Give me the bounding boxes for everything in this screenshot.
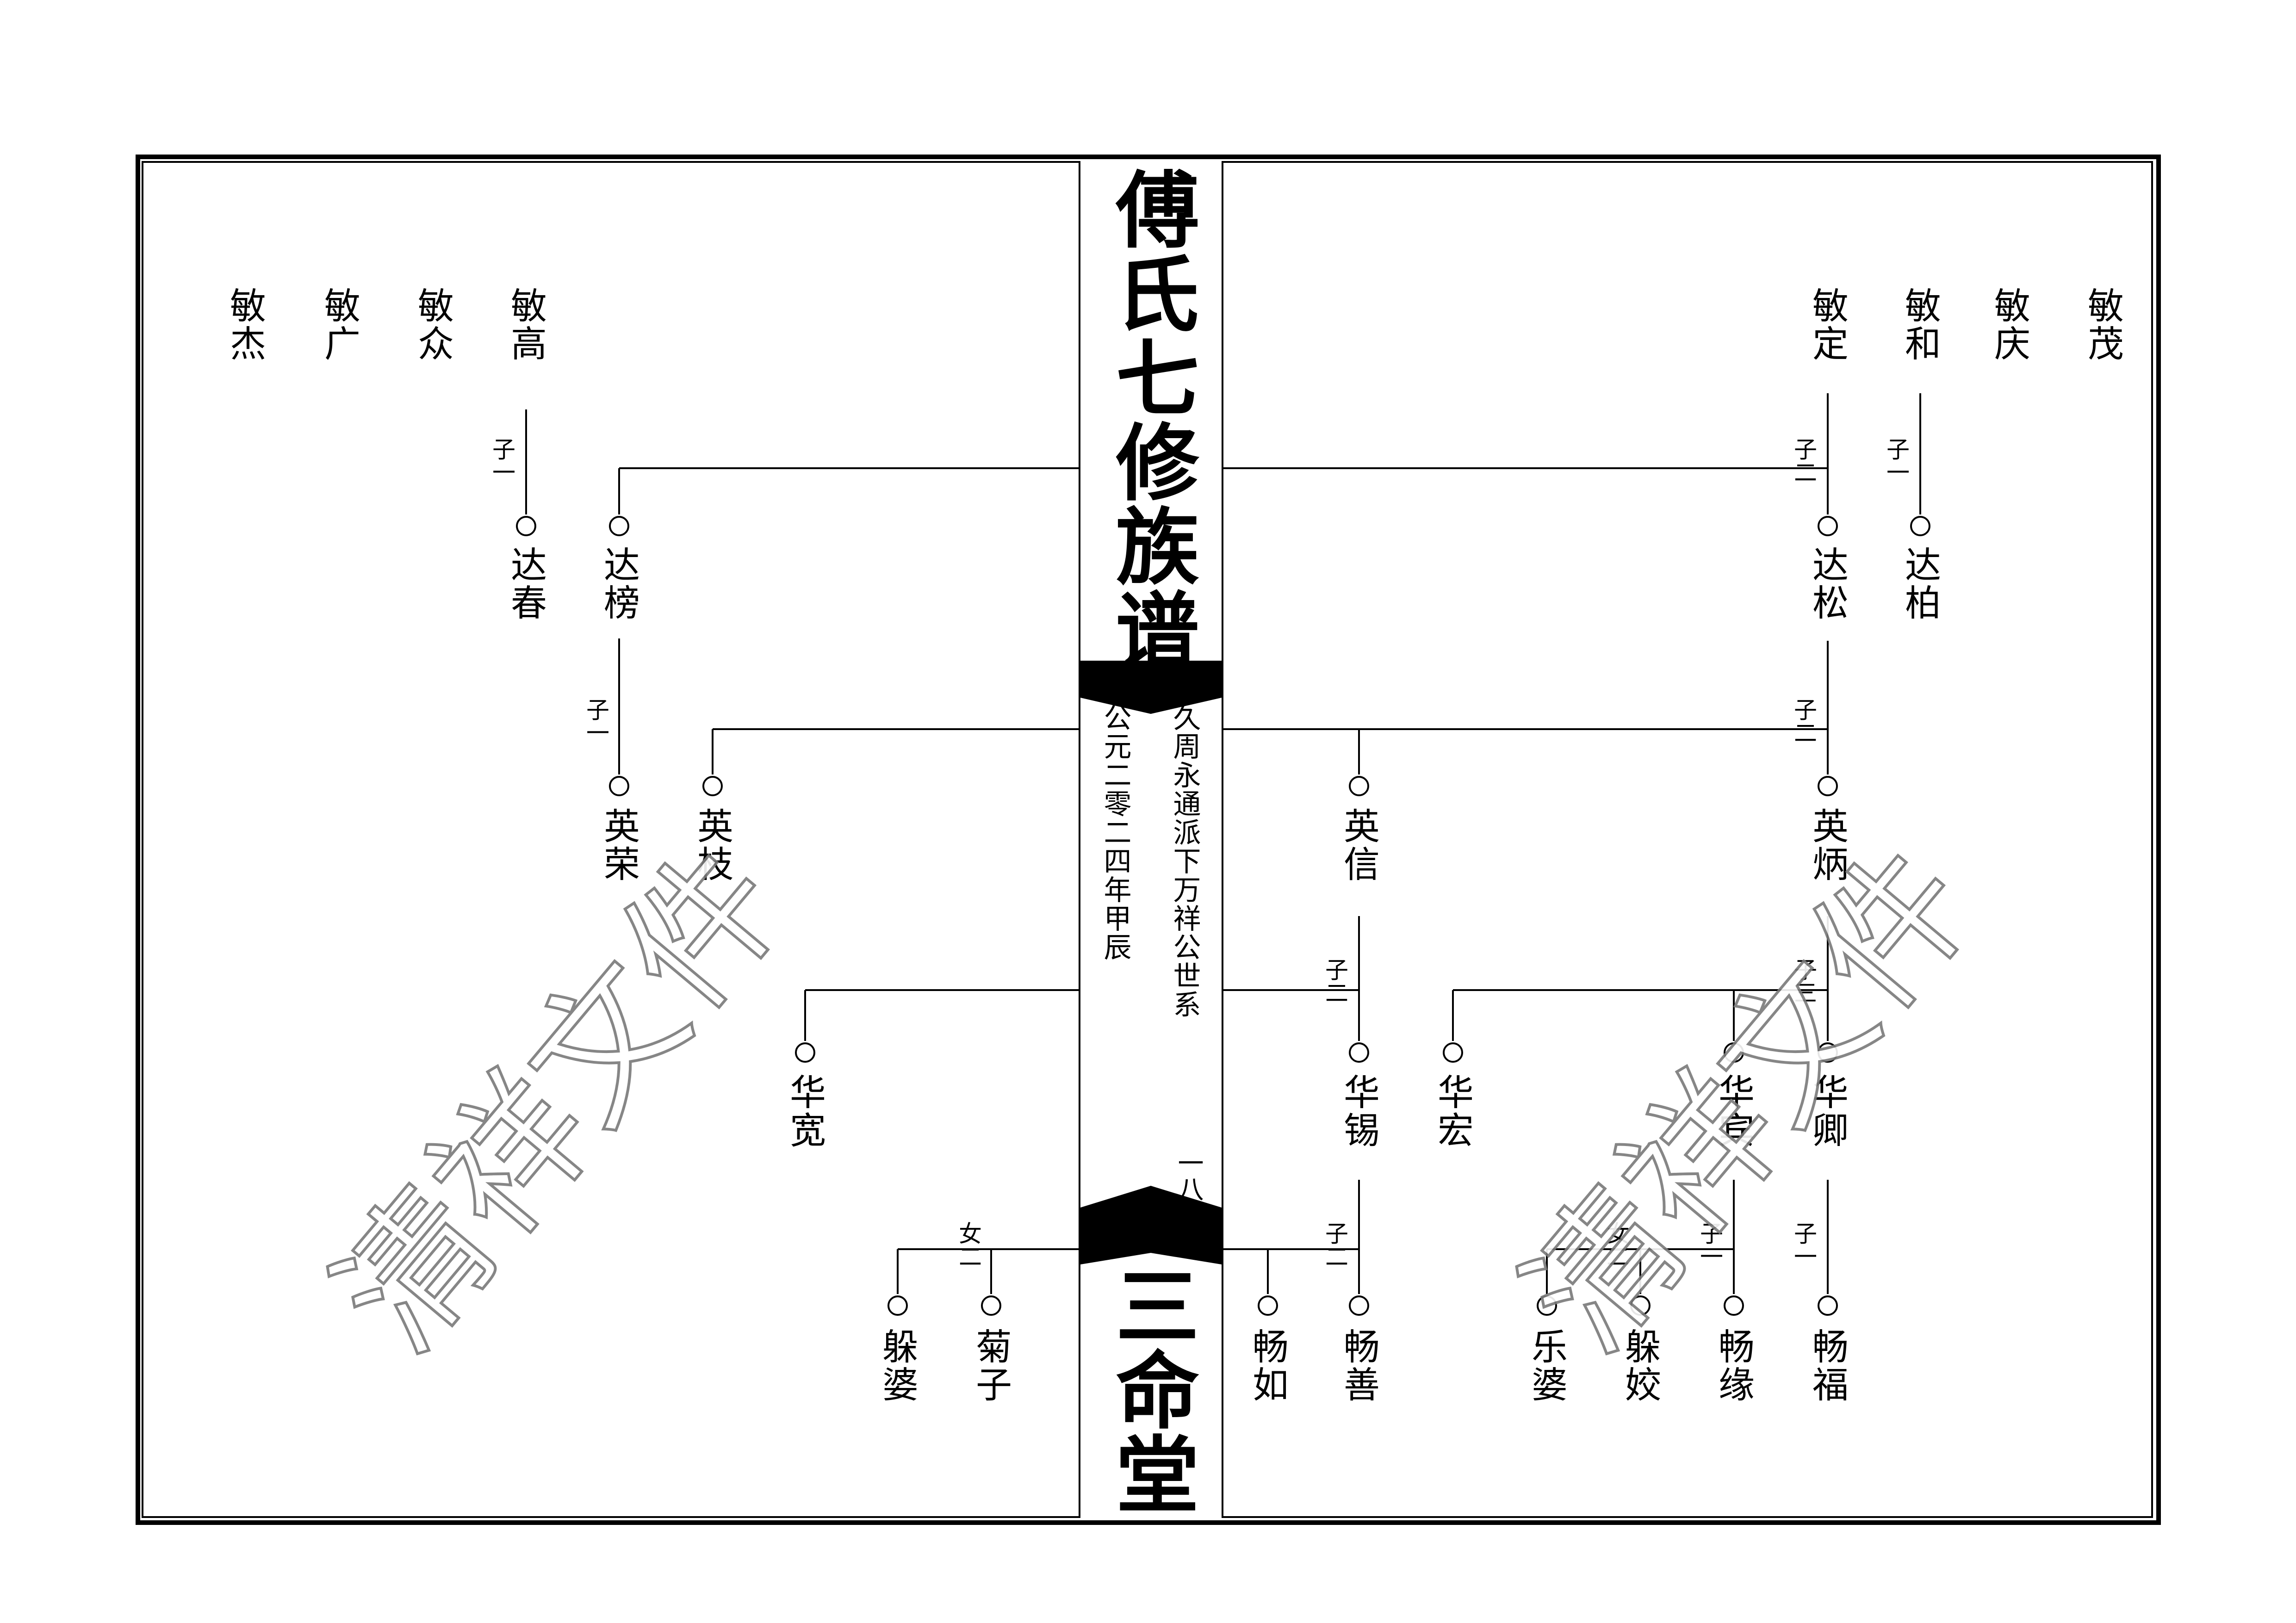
person-chang-yuan: 畅缘 — [1713, 1328, 1754, 1404]
node-circle — [1818, 1042, 1838, 1063]
marker-right-zi3: 子三 — [1790, 958, 1817, 1004]
node-circle — [1724, 1295, 1744, 1316]
person-da-bai: 达柏 — [1899, 546, 1941, 622]
person-hua-bin: 华宾 — [1713, 1073, 1754, 1149]
year-line: 公元二零二四年甲辰 — [1099, 703, 1131, 961]
person-ying-rong: 英荣 — [598, 807, 639, 883]
person-da-song: 达松 — [1806, 546, 1848, 622]
node-circle — [1537, 1295, 1557, 1316]
hall-name: 三命堂 — [1101, 1263, 1199, 1516]
person-le-po: 乐婆 — [1526, 1328, 1567, 1404]
person-ju-zi: 菊子 — [970, 1328, 1011, 1404]
node-circle — [1349, 1295, 1369, 1316]
node-circle — [1724, 1042, 1744, 1063]
node-circle — [981, 1295, 1001, 1316]
node-circle — [1349, 776, 1369, 796]
marker-right-zi2-d: 子二 — [1322, 1221, 1348, 1268]
node-circle — [1258, 1295, 1278, 1316]
node-circle — [609, 776, 629, 796]
person-min-zhong: 敏众 — [412, 287, 453, 363]
lineage-line: 久周永通派下万祥公世系 — [1168, 703, 1201, 1019]
person-ying-zhi: 英枝 — [691, 807, 733, 883]
marker-right-zi1-c: 子一 — [1790, 1221, 1817, 1268]
page-number: 一八 — [1173, 1150, 1204, 1202]
person-min-he: 敏和 — [1899, 287, 1941, 363]
outer-border — [136, 155, 2161, 1525]
node-circle — [1818, 776, 1838, 796]
node-circle — [795, 1042, 815, 1063]
marker-right-zi1: 子一 — [1883, 437, 1910, 483]
person-hua-qing: 华卿 — [1806, 1073, 1848, 1149]
person-da-chun: 达春 — [505, 546, 546, 622]
person-da-bang: 达榜 — [598, 546, 639, 622]
person-min-guang: 敏广 — [318, 287, 360, 363]
fishtail-bottom — [1080, 1186, 1222, 1264]
center-spine — [1079, 161, 1223, 1518]
node-circle — [1818, 516, 1838, 536]
person-min-ding: 敏定 — [1806, 287, 1848, 363]
person-min-qing: 敏庆 — [1988, 287, 2030, 363]
spine-fishtails — [1080, 661, 1222, 1264]
person-min-gao: 敏高 — [505, 287, 546, 363]
node-circle — [1910, 516, 1930, 536]
marker-left-nv2: 女二 — [955, 1221, 982, 1268]
node-circle — [887, 1295, 908, 1316]
person-chang-fu: 畅福 — [1806, 1328, 1848, 1404]
marker-left-zi1-b: 子一 — [583, 698, 609, 744]
node-circle — [609, 516, 629, 536]
node-circle — [1818, 1295, 1838, 1316]
marker-right-zi2-b: 子二 — [1790, 698, 1817, 744]
person-ying-xin: 英信 — [1338, 807, 1379, 883]
marker-right-zi1-b: 子一 — [1696, 1221, 1723, 1268]
marker-right-nv2: 女二 — [1603, 1221, 1630, 1268]
person-duo-po: 躲婆 — [876, 1328, 918, 1404]
person-hua-hong: 华宏 — [1432, 1073, 1473, 1149]
node-circle — [1349, 1042, 1369, 1063]
person-duo-jiao: 躲姣 — [1619, 1328, 1661, 1404]
person-hua-xi: 华锡 — [1338, 1073, 1379, 1149]
person-min-mao: 敏茂 — [2082, 287, 2123, 363]
person-chang-shan: 畅善 — [1338, 1328, 1379, 1404]
person-chang-ru: 畅如 — [1247, 1328, 1288, 1404]
node-circle — [1630, 1295, 1651, 1316]
marker-left-zi1-a: 子一 — [489, 437, 515, 483]
person-hua-kuan: 华宽 — [784, 1073, 825, 1149]
node-circle — [702, 776, 723, 796]
person-ying-bing: 英炳 — [1806, 807, 1848, 883]
marker-right-zi2-c: 子二 — [1322, 958, 1348, 1004]
node-circle — [1443, 1042, 1463, 1063]
book-title: 傅氏七修族谱 — [1101, 167, 1199, 672]
person-min-jie: 敏杰 — [224, 287, 266, 363]
node-circle — [516, 516, 536, 536]
marker-right-zi2-a: 子二 — [1790, 437, 1817, 483]
